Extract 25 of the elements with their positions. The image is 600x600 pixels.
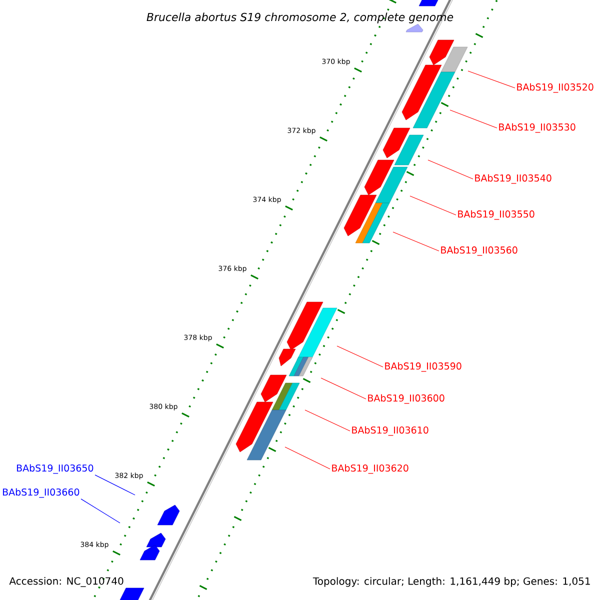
gene-label: BAbS19_II03550 bbox=[458, 210, 534, 220]
leader-line bbox=[94, 474, 136, 496]
gene-label: BAbS19_II03520 bbox=[517, 83, 594, 93]
leader-line bbox=[336, 346, 384, 368]
gene-label: BAbS19_II03560 bbox=[441, 246, 518, 256]
gene-label: BAbS19_II03620 bbox=[332, 464, 408, 474]
gene-label: BAbS19_II03540 bbox=[475, 174, 552, 184]
leader-line bbox=[320, 378, 366, 400]
gene-label: BAbS19_II03610 bbox=[352, 426, 428, 436]
leader-line bbox=[304, 410, 350, 432]
gene-label: BAbS19_II03650 bbox=[16, 464, 94, 474]
gene-label: BAbS19_II03660 bbox=[2, 488, 80, 498]
leader-line bbox=[284, 446, 330, 470]
leader-line bbox=[80, 498, 120, 524]
leader-line bbox=[392, 232, 440, 252]
leader-line bbox=[468, 70, 516, 88]
gene-label: BAbS19_II03590 bbox=[385, 362, 462, 372]
leader-line bbox=[410, 196, 456, 216]
gene-label: BAbS19_II03530 bbox=[499, 123, 576, 133]
summary-text: Topology: circular; Length: 1,161,449 bp; Genes: 1,051 bbox=[312, 577, 590, 587]
accession-text: Accession: NC_010740 bbox=[9, 577, 124, 587]
title: Brucella abortus S19 chromosome 2, complete genome bbox=[146, 12, 454, 24]
gene-label: BAbS19_II03600 bbox=[368, 394, 444, 404]
leader-line bbox=[428, 160, 474, 180]
leader-line bbox=[450, 110, 498, 128]
